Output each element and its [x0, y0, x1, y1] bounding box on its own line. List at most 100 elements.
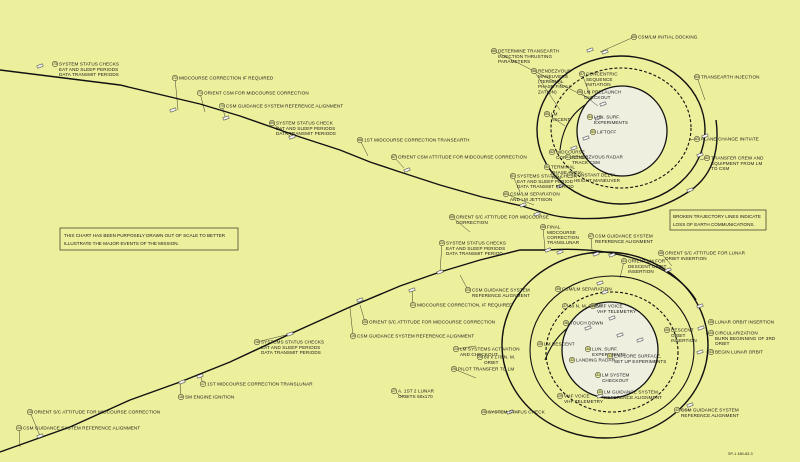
event-label: EQUIPMENT FROM LM: [711, 161, 762, 166]
event-number-circle: [576, 88, 584, 96]
event-label: DATA TRANSMIT PERIODS: [59, 72, 119, 77]
leader-line: [455, 345, 477, 350]
spacecraft-marks: [36, 47, 709, 439]
moons: [561, 85, 668, 399]
event-number-circle: [589, 128, 597, 136]
spacecraft-mark: [403, 167, 411, 173]
event-number-circle: [562, 319, 570, 327]
event-label: LIFTOFF: [597, 130, 616, 135]
spacecraft-mark: [701, 133, 709, 139]
event-number: 72: [173, 76, 177, 80]
spacecraft-mark: [686, 187, 694, 193]
event-number: 67: [392, 155, 396, 159]
spacecraft-mark: [222, 115, 230, 121]
event-label: HEIGHT MANEUVER: [574, 178, 621, 183]
leader-lines: [18, 36, 712, 448]
event-label: TON: [551, 175, 561, 180]
event-label: CSM GUIDANCE SYSTEM REFERENCE ALIGNMENT: [357, 334, 474, 339]
event-label: TOUCH DOWN: [570, 321, 603, 326]
event-label: CSM GUIDANCE SYSTEM: [681, 408, 739, 413]
spacecraft-mark: [616, 332, 624, 338]
chart-code: SP-1 480-63-3: [728, 452, 753, 456]
spacecraft-mark: [596, 280, 604, 286]
event-label: VHF TELEMETRY: [597, 309, 636, 314]
event-number: 27: [392, 389, 396, 393]
event-number-circle: [450, 365, 458, 373]
event-number: 50: [545, 165, 549, 169]
event-label: 60 x 170 N. M.: [484, 355, 515, 360]
event-label: CSM GUIDANCE SYSTEM REFERENCE ALIGNMENT: [226, 104, 343, 109]
event-number: 56: [578, 90, 582, 94]
event-label: AND LM JETTISON: [510, 197, 552, 202]
event-number: 52: [550, 150, 554, 154]
event-label: (TERMINAL: [538, 79, 564, 84]
event-label: REFERENCE ALIGNMENT: [595, 239, 653, 244]
event-label: EAT AND SLEEP PERIODS: [446, 246, 505, 251]
event-number: 68: [358, 138, 362, 142]
event-label: CORRECTION: [547, 235, 579, 240]
transearth-injection-arc: [547, 119, 718, 220]
trajectory-lines: [0, 55, 718, 453]
leader-line: [199, 92, 206, 113]
event-label: INSERTION: [671, 338, 697, 343]
event-number-circle: [448, 213, 456, 221]
event-number-circle: [361, 318, 369, 326]
event-number-circle: [476, 353, 484, 361]
event-label: ORIENT LM FOR: [628, 259, 666, 264]
event-number-circle: [584, 345, 592, 353]
event-label: CSM GUIDANCE SYSTEM: [595, 234, 653, 239]
spacecraft-mark: [36, 433, 44, 439]
event-label: ORBIT: [484, 360, 499, 365]
event-number: 16: [179, 395, 183, 399]
event-number: 24: [454, 347, 458, 351]
event-number: 29: [558, 394, 562, 398]
event-number: 26: [452, 367, 456, 371]
event-number-circle: [596, 388, 604, 396]
leader-line: [174, 77, 179, 111]
event-number-circle: [171, 74, 179, 82]
event-label: CIRCULARIZATION: [715, 331, 758, 336]
event-number-circle: [502, 190, 510, 198]
event-number: 64: [695, 75, 699, 79]
event-label: LUN. SURF.: [592, 347, 618, 352]
moon-lower: [561, 301, 659, 399]
spacecraft-mark: [356, 297, 364, 303]
spacecraft-mark: [592, 251, 600, 257]
lower-mid-orbit: [529, 275, 695, 425]
note-right: BROKEN TRAJECTORY LINES INDICATE LOSS OF…: [669, 209, 767, 231]
event-label: ASCENT: [551, 117, 570, 122]
event-label: CSM GUIDANCE SYSTEM REFERENCE ALIGNMENT: [23, 426, 140, 431]
spacecraft-mark: [556, 183, 564, 189]
event-label: SEQUENCE: [586, 77, 613, 82]
event-number: 37: [563, 304, 567, 308]
event-number: 65: [632, 35, 636, 39]
spacecraft-mark: [533, 211, 541, 217]
event-number-circle: [196, 89, 204, 97]
event-number-circle: [589, 302, 597, 310]
event-number-circle: [452, 345, 460, 353]
leader-line: [533, 70, 561, 111]
event-number: 38: [591, 304, 595, 308]
event-number-circle: [556, 392, 564, 400]
event-label: EXPERIMENTS: [594, 120, 628, 125]
leader-line: [18, 427, 21, 448]
event-label: ORIENT S/C ATTITUDE FOR MIDCOURSE CORREC…: [369, 320, 495, 325]
event-number-circle: [566, 171, 574, 179]
spacecraft-mark: [696, 349, 704, 355]
event-number: 28: [482, 410, 486, 414]
event-number-circle: [673, 406, 681, 414]
